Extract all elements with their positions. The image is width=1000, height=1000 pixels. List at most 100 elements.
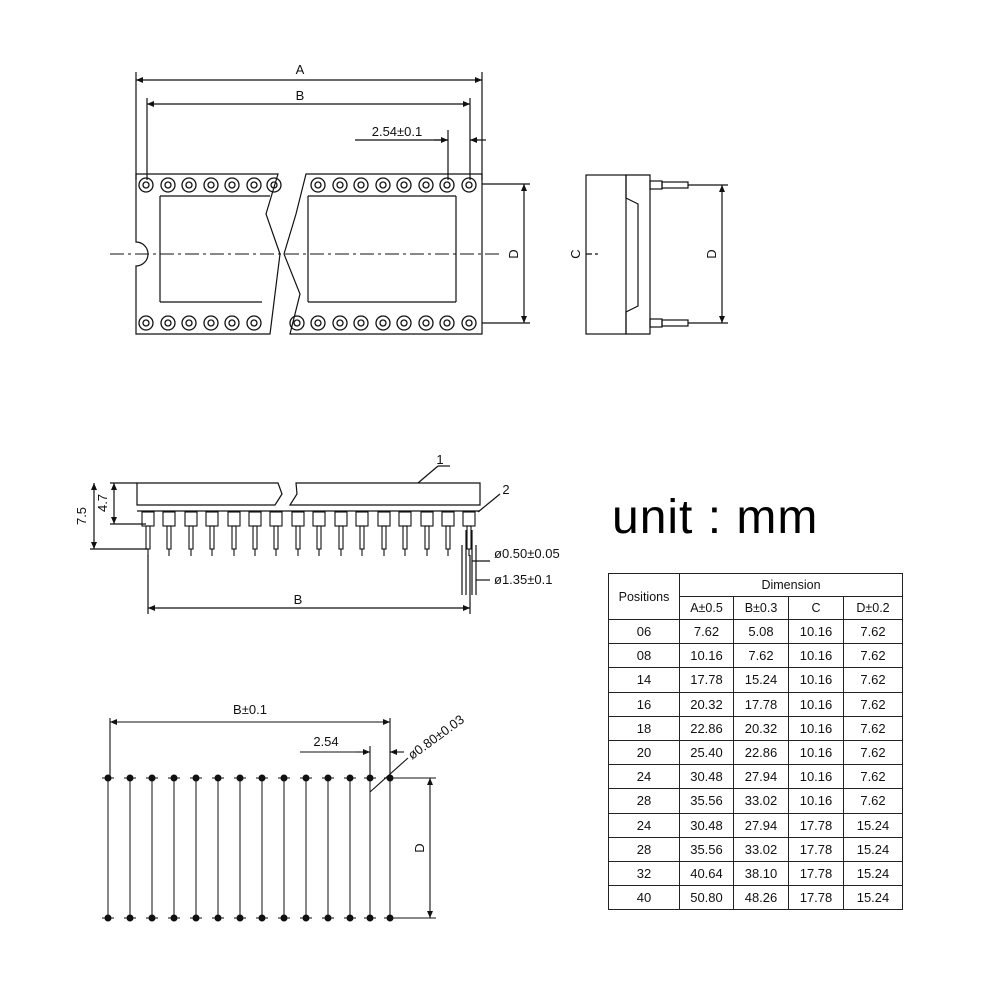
- cell-c: 17.78: [788, 860, 844, 887]
- position-cell: 20: [608, 739, 680, 766]
- cell-a: 30.48: [679, 812, 734, 838]
- height-total-label: 7.5: [74, 507, 89, 525]
- cell-c: 17.78: [788, 885, 844, 911]
- cell-d: 15.24: [843, 860, 903, 887]
- cell-c: 10.16: [788, 715, 844, 741]
- callout-1: 1: [436, 452, 443, 467]
- cell-b: 33.02: [733, 788, 789, 814]
- cell-b: 20.32: [733, 715, 789, 741]
- cell-d: 7.62: [843, 643, 903, 669]
- side-view: [90, 465, 501, 614]
- footprint-pitch-label: 2.54: [313, 734, 338, 749]
- cell-a: 35.56: [679, 836, 734, 862]
- cell-c: 17.78: [788, 836, 844, 862]
- dimension-table: Positions Dimension A±0.5 B±0.3 C D±0.2 …: [608, 573, 903, 911]
- table-header-row: Positions Dimension: [608, 573, 903, 620]
- cell-c: 10.16: [788, 788, 844, 814]
- cell-a: 7.62: [679, 618, 734, 645]
- end-view: [585, 174, 728, 335]
- cell-b: 17.78: [733, 691, 789, 717]
- cell-d: 15.24: [843, 812, 903, 838]
- footprint-view: [109, 718, 436, 919]
- dim-a-label: A: [296, 62, 305, 77]
- cell-a: 50.80: [679, 885, 734, 911]
- position-cell: 08: [608, 643, 680, 669]
- position-cell: 24: [608, 812, 680, 838]
- position-cell: 40: [608, 885, 680, 911]
- cell-d: 7.62: [843, 788, 903, 814]
- pitch-label: 2.54±0.1: [372, 124, 423, 139]
- position-cell: 28: [608, 836, 680, 862]
- cell-c: 10.16: [788, 643, 844, 669]
- dim-b-label: B: [296, 88, 305, 103]
- position-cell: 32: [608, 860, 680, 887]
- hole-diameter-label: ø0.80±0.03: [405, 712, 467, 763]
- cell-b: 7.62: [733, 643, 789, 669]
- cell-a: 20.32: [679, 691, 734, 717]
- position-cell: 24: [608, 764, 680, 790]
- side-view-pins: [141, 511, 476, 556]
- cell-a: 17.78: [679, 667, 734, 693]
- table-subheader-row: A±0.5 B±0.3 C D±0.2: [609, 596, 903, 620]
- position-cell: 06: [608, 618, 680, 645]
- cell-c: 10.16: [788, 764, 844, 790]
- cell-d: 7.62: [843, 667, 903, 693]
- callout-2: 2: [502, 482, 509, 497]
- cell-d: 7.62: [843, 691, 903, 717]
- pin-diameter-label: ø0.50±0.05: [494, 546, 560, 561]
- footprint-b-label: B±0.1: [233, 702, 267, 717]
- side-view-b-label: B: [294, 592, 303, 607]
- cell-a: 25.40: [679, 739, 734, 766]
- position-cell: 16: [608, 691, 680, 717]
- cell-c: 10.16: [788, 618, 844, 645]
- cell-d: 7.62: [843, 618, 903, 645]
- height-body-label: 4.7: [95, 494, 110, 512]
- cell-c: 17.78: [788, 812, 844, 838]
- position-cell: 14: [608, 667, 680, 693]
- dim-d-label: D: [506, 249, 521, 258]
- column-header: A±0.5: [679, 596, 734, 620]
- cell-d: 7.62: [843, 715, 903, 741]
- cell-a: 35.56: [679, 788, 734, 814]
- top-view: [110, 72, 530, 335]
- column-header: C: [788, 596, 844, 620]
- cell-b: 48.26: [733, 885, 789, 911]
- cell-b: 38.10: [733, 860, 789, 887]
- unit-label: unit : mm: [612, 491, 819, 544]
- cell-b: 27.94: [733, 812, 789, 838]
- cell-b: 5.08: [733, 618, 789, 645]
- column-header: B±0.3: [733, 596, 789, 620]
- cell-c: 10.16: [788, 691, 844, 717]
- position-cell: 18: [608, 715, 680, 741]
- collar-diameter-label: ø1.35±0.1: [494, 572, 552, 587]
- cell-a: 40.64: [679, 860, 734, 887]
- cell-b: 15.24: [733, 667, 789, 693]
- cell-c: 10.16: [788, 667, 844, 693]
- cell-a: 22.86: [679, 715, 734, 741]
- footprint-d-label: D: [412, 843, 427, 852]
- cell-d: 7.62: [843, 739, 903, 766]
- top-view-contacts: [138, 177, 477, 331]
- cell-b: 22.86: [733, 739, 789, 766]
- cell-c: 10.16: [788, 739, 844, 766]
- cell-d: 15.24: [843, 885, 903, 911]
- cell-d: 7.62: [843, 764, 903, 790]
- end-view-c-label: C: [568, 249, 583, 258]
- cell-d: 15.24: [843, 836, 903, 862]
- column-header: D±0.2: [843, 596, 903, 620]
- end-view-d-label: D: [704, 249, 719, 258]
